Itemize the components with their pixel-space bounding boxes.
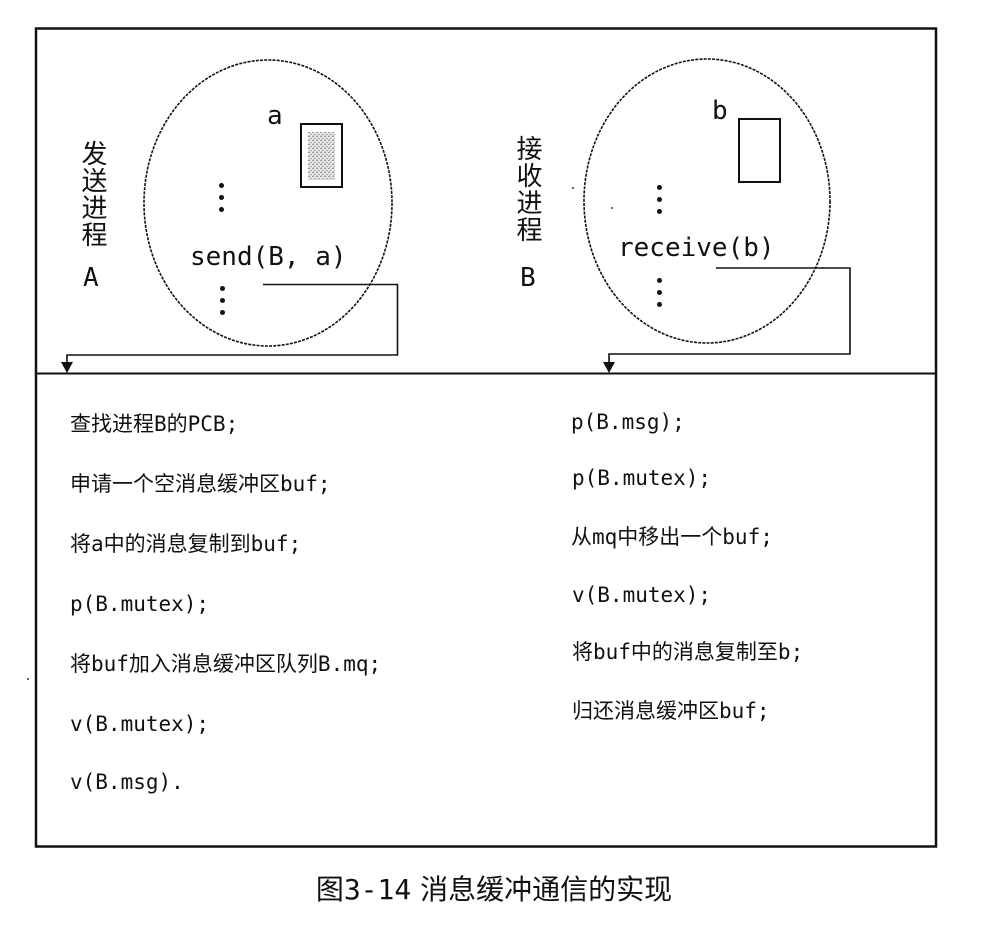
buffer-b-box (738, 118, 781, 183)
receive-call: receive(b) (618, 233, 775, 263)
outer-frame (34, 27, 938, 848)
receive-step: p(B.msg); (571, 410, 685, 434)
receive-step: v(B.mutex); (572, 583, 712, 607)
receive-connector-line (608, 267, 851, 364)
buffer-a-content (308, 132, 335, 180)
send-step: p(B.mutex); (70, 592, 210, 616)
vertical-ellipsis-icon (657, 185, 663, 221)
stray-dot (27, 678, 29, 680)
buffer-a-label: a (267, 101, 283, 131)
sender-process-label: 发送进程 (77, 140, 107, 248)
receiver-process-letter: B (520, 263, 536, 293)
send-step: 将a中的消息复制到buf; (70, 532, 302, 556)
buffer-b-label: b (712, 96, 728, 126)
receive-step: 将buf中的消息复制至b; (572, 640, 804, 664)
receive-step: 从mq中移出一个buf; (571, 525, 773, 549)
sender-process-ellipse (143, 59, 393, 347)
figure-title: 消息缓冲通信的实现 (420, 873, 673, 906)
stray-dot (611, 207, 613, 209)
send-step: 申请一个空消息缓冲区buf; (70, 472, 331, 496)
send-step: 将buf加入消息缓冲区队列B.mq; (70, 652, 382, 676)
figure-number: 图3-14 (315, 873, 412, 906)
send-step: v(B.mutex); (70, 712, 210, 736)
vertical-ellipsis-icon (657, 278, 663, 314)
sender-process-letter: A (83, 263, 99, 293)
vertical-ellipsis-icon (219, 183, 225, 219)
receive-arrow-icon (603, 362, 615, 373)
send-arrow-icon (61, 362, 73, 373)
receive-step: p(B.mutex); (572, 466, 712, 490)
receive-step: 归还消息缓冲区buf; (572, 699, 770, 723)
receiver-process-ellipse (583, 58, 831, 344)
figure-caption: 图3-14 消息缓冲通信的实现 (0, 876, 988, 904)
send-connector-line (66, 283, 399, 364)
vertical-ellipsis-icon (220, 286, 226, 322)
send-step: 查找进程B的PCB; (70, 412, 239, 436)
send-call: send(B, a) (190, 242, 347, 272)
receiver-process-label: 接收进程 (512, 135, 542, 243)
stray-dot (572, 187, 574, 189)
send-step: v(B.msg). (70, 770, 184, 794)
